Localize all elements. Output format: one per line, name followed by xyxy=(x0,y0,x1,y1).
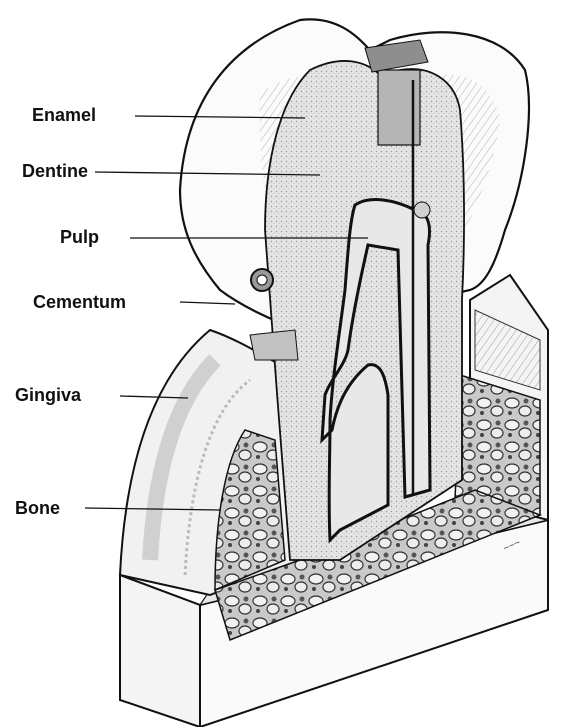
label-pulp: Pulp xyxy=(60,228,99,246)
label-cementum: Cementum xyxy=(33,293,126,311)
label-gingiva: Gingiva xyxy=(15,386,81,404)
label-enamel: Enamel xyxy=(32,106,96,124)
label-bone: Bone xyxy=(15,499,60,517)
leader-line-cementum xyxy=(180,302,235,304)
label-dentine: Dentine xyxy=(22,162,88,180)
right-bone-block xyxy=(455,275,548,520)
